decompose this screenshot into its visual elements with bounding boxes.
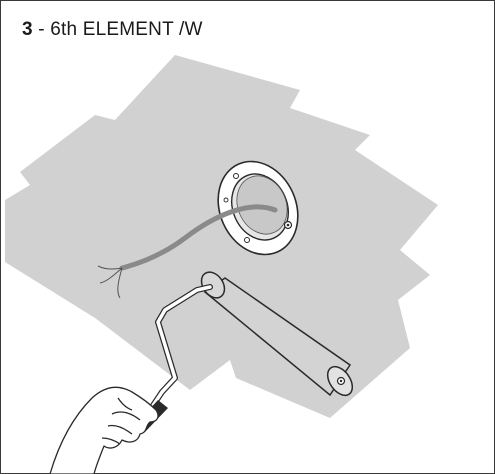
step-title: 3 - 6th ELEMENT /W	[22, 19, 203, 41]
cable	[97, 204, 278, 299]
step-number: 3	[22, 19, 33, 40]
paint-roller	[135, 271, 354, 432]
step-label: 6th ELEMENT /W	[50, 19, 203, 40]
wall-panel	[5, 55, 438, 418]
hand	[49, 386, 159, 474]
step-separator: -	[32, 19, 51, 40]
